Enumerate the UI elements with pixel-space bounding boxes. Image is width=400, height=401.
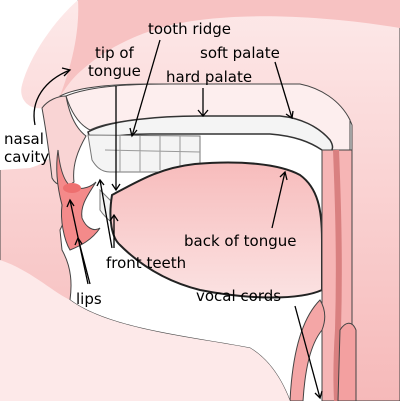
arrow-tooth-ridge — [131, 39, 161, 137]
label-soft-palate: soft palate — [200, 44, 280, 62]
label-lips: lips — [76, 290, 102, 308]
label-hard-palate: hard palate — [166, 68, 253, 86]
lower-lip-highlight — [63, 183, 81, 193]
arrow-nasal-cavity — [33, 69, 71, 126]
arrow-front-teeth-upper — [99, 179, 113, 249]
arrow-soft-palate — [274, 61, 293, 119]
tongue — [109, 161, 323, 299]
skull-band — [60, 0, 400, 96]
neck — [0, 260, 290, 401]
label-nasal-cavity: nasal cavity — [4, 130, 50, 166]
label-tooth-ridge: tooth ridge — [148, 20, 231, 38]
arrow-back-of-tongue — [271, 171, 286, 229]
nose — [41, 95, 87, 186]
label-vocal-cords: vocal cords — [196, 287, 282, 305]
arrow-vocal-cords — [294, 305, 321, 399]
palate — [87, 115, 334, 153]
label-tip-of-tongue: tip of tongue — [88, 44, 141, 80]
arrow-lips-2 — [77, 237, 91, 285]
label-back-of-tongue: back of tongue — [184, 232, 297, 250]
pointer-arrows — [33, 39, 323, 400]
label-front-teeth: front teeth — [106, 254, 187, 272]
